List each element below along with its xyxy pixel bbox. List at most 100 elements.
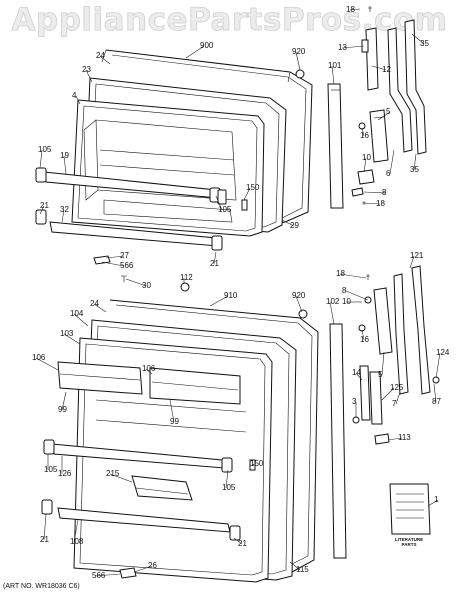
callout-leader-32 xyxy=(61,209,65,223)
callout-leader-900 xyxy=(185,45,205,59)
callout-150: 150 xyxy=(250,459,264,468)
callout-23: 23 xyxy=(82,65,91,74)
callout-105: 105 xyxy=(218,205,232,214)
callout-leader-106 xyxy=(145,368,153,375)
callout-101: 101 xyxy=(328,61,342,70)
callout-5: 5 xyxy=(378,370,383,379)
callout-leader-23 xyxy=(85,69,93,83)
callout-115: 115 xyxy=(296,565,309,574)
callout-99: 99 xyxy=(58,405,67,414)
callout-leader-6 xyxy=(389,149,395,175)
callout-leader-105 xyxy=(225,469,229,489)
callout-124: 124 xyxy=(436,348,450,357)
callout-21: 21 xyxy=(40,201,49,210)
callout-leader-10 xyxy=(363,157,367,173)
callout-35: 35 xyxy=(420,39,429,48)
callout-leader-99 xyxy=(169,399,175,423)
callout-leader-24 xyxy=(93,303,107,313)
callout-102: 102 xyxy=(326,297,340,306)
callout-566: 566 xyxy=(92,571,106,580)
callout-920: 920 xyxy=(292,291,306,300)
callout-18: 18 xyxy=(346,5,355,14)
callout-leader-115 xyxy=(289,561,301,571)
callout-105: 105 xyxy=(38,145,52,154)
callout-leader-105 xyxy=(39,149,43,169)
callout-24: 24 xyxy=(90,299,99,308)
callout-leader-16 xyxy=(361,127,365,137)
callout-leader-5 xyxy=(377,111,391,121)
callout-leader-108 xyxy=(73,519,79,543)
callout-leader-26 xyxy=(133,565,153,573)
callout-leader-8 xyxy=(345,290,369,301)
callout-21: 21 xyxy=(238,539,247,548)
callout-125: 125 xyxy=(390,383,404,392)
callout-920: 920 xyxy=(292,47,306,56)
callout-7: 7 xyxy=(392,399,397,408)
callout-87: 87 xyxy=(432,397,441,406)
callout-4: 4 xyxy=(72,91,77,100)
callout-leader-35 xyxy=(413,153,417,171)
callout-leader-102 xyxy=(329,301,335,325)
callout-leader-21 xyxy=(213,251,217,265)
callout-13: 13 xyxy=(338,43,347,52)
callout-105: 105 xyxy=(44,465,58,474)
callout-108: 108 xyxy=(70,537,84,546)
callout-leader-1 xyxy=(427,499,439,507)
callout-leader-27 xyxy=(105,255,125,259)
callout-leader-150 xyxy=(251,463,255,467)
callout-26: 26 xyxy=(148,561,157,570)
callout-566: 566 xyxy=(120,261,134,270)
callout-18: 18 xyxy=(376,199,385,208)
callout-14: 14 xyxy=(352,368,361,377)
callout-113: 113 xyxy=(398,433,411,442)
callout-150: 150 xyxy=(246,183,260,192)
callout-1: 1 xyxy=(434,495,439,504)
callout-121: 121 xyxy=(410,251,424,260)
callout-103: 103 xyxy=(60,329,74,338)
callout-105: 105 xyxy=(222,483,236,492)
callout-leader-920 xyxy=(295,51,301,71)
callout-leader-566 xyxy=(101,261,125,267)
callout-35: 35 xyxy=(410,165,419,174)
callout-3: 3 xyxy=(352,397,357,406)
callout-leader-566 xyxy=(95,573,121,577)
callout-21: 21 xyxy=(40,535,49,544)
callout-leader-21 xyxy=(39,205,45,215)
callout-leader-24 xyxy=(99,55,111,65)
callout-30: 30 xyxy=(142,281,151,290)
callout-leader-12 xyxy=(371,65,387,71)
literature-parts-label: LITERATURE PARTS xyxy=(394,537,424,547)
callout-leader-106 xyxy=(35,357,59,371)
callout-leader-8 xyxy=(363,191,387,194)
callout-leader-105 xyxy=(215,195,223,211)
callout-24: 24 xyxy=(96,51,105,60)
callout-leader-920 xyxy=(295,295,303,313)
callout-leader-87 xyxy=(433,383,437,403)
callout-leader-35 xyxy=(411,33,425,45)
callout-leader-125 xyxy=(381,387,395,401)
callout-leader-121 xyxy=(409,255,415,269)
callout-104: 104 xyxy=(70,309,84,318)
freezer-door-assembly xyxy=(35,6,427,292)
callout-leader-7 xyxy=(395,391,401,405)
callout-16: 16 xyxy=(360,335,369,344)
callout-106: 106 xyxy=(32,353,46,362)
art-number: (ART NO. WR18036 C6) xyxy=(3,583,80,590)
callout-6: 6 xyxy=(386,169,391,178)
callout-8: 8 xyxy=(382,188,387,197)
callout-16: 16 xyxy=(360,131,369,140)
callout-leader-124 xyxy=(435,352,441,379)
callout-leader-30 xyxy=(125,278,147,287)
callout-19: 19 xyxy=(60,151,69,160)
callout-18: 18 xyxy=(336,269,345,278)
callout-10: 10 xyxy=(362,153,371,162)
callout-leader-21 xyxy=(233,537,243,545)
callout-32: 32 xyxy=(60,205,69,214)
callout-leader-19 xyxy=(63,155,67,175)
callout-leader-21 xyxy=(43,513,47,541)
callout-leader-104 xyxy=(73,313,89,327)
callout-leader-18 xyxy=(339,273,367,279)
callout-leader-113 xyxy=(387,437,403,441)
callout-leader-101 xyxy=(331,65,335,85)
